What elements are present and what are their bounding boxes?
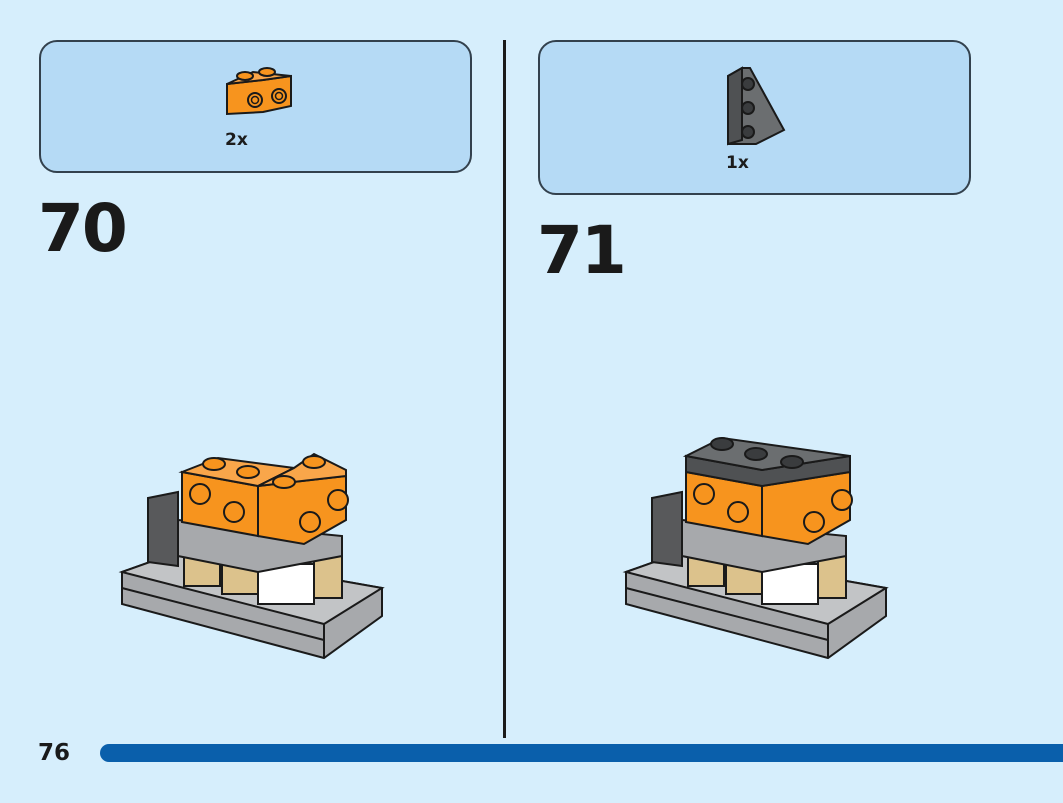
progress-bar	[100, 744, 1063, 762]
parts-callout-step-71: 1x	[538, 40, 971, 195]
grey-wedge-plate-icon	[727, 66, 786, 146]
orange-brick-icon	[226, 67, 292, 116]
part-quantity: 2x	[225, 130, 248, 150]
page-number: 76	[38, 740, 71, 766]
part-quantity: 1x	[726, 153, 749, 173]
step-number: 70	[38, 190, 128, 267]
parts-callout-step-70: 2x	[39, 40, 472, 173]
build-model-step-70	[118, 452, 385, 660]
step-number: 71	[537, 212, 627, 289]
build-model-step-71	[622, 436, 889, 660]
step-divider	[503, 40, 506, 738]
